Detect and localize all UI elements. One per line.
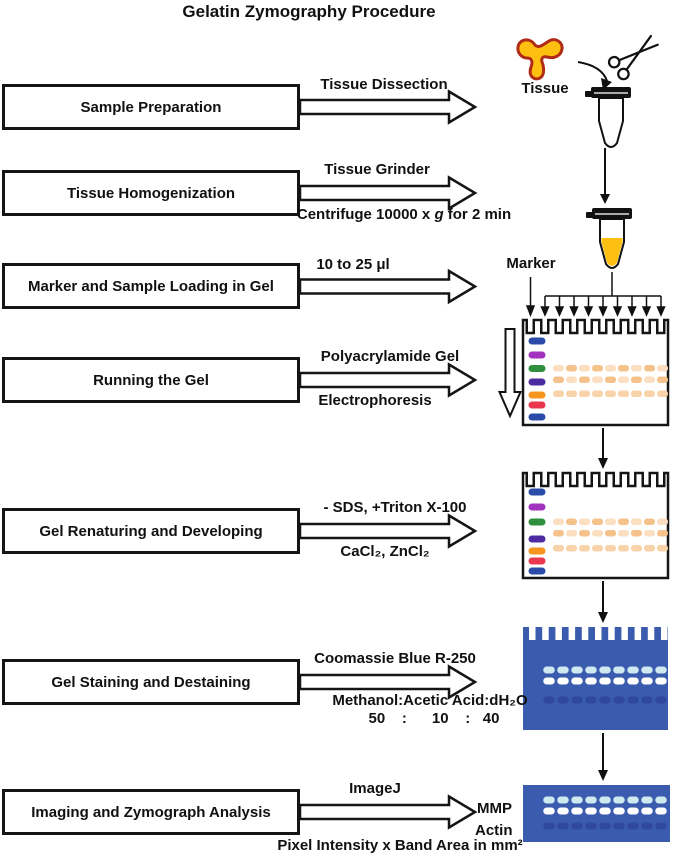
arrow-label-tissue-dissection: Tissue Dissection [320, 76, 448, 93]
arrow-label-sds-triton: - SDS, +Triton X-100 [323, 499, 467, 516]
step-box-sample-preparation: Sample Preparation [2, 84, 300, 130]
step-box-staining: Gel Staining and Destaining [2, 659, 300, 705]
sample-liquid [601, 238, 623, 266]
sample-tube [586, 208, 632, 269]
empty-tube [585, 87, 631, 148]
arrow-label-cacl2-zncl2: CaCl₂, ZnCl₂ [340, 543, 430, 560]
arrow-label-volume: 10 to 25 μl [316, 256, 390, 273]
stained-gel [523, 627, 668, 730]
scissors-icon [607, 34, 659, 81]
gel2-marker-bands [528, 488, 546, 575]
tissue-to-tube-arrow [577, 61, 608, 82]
arrow-label-destain-ratio: 50 : 10 : 40 [368, 710, 500, 727]
arrow-label-electrophoresis: Electrophoresis [318, 392, 432, 409]
gel1-bands-light [553, 365, 668, 383]
step-box-running-gel: Running the Gel [2, 357, 300, 403]
gel2-to-gel3-arrowhead [598, 612, 608, 623]
stained-bands-white [543, 677, 667, 685]
step-arrow-2 [298, 175, 478, 211]
gel3-to-gel4-arrowhead [598, 770, 608, 781]
gel2-bands-medium [553, 518, 668, 537]
step-arrow-4 [298, 362, 478, 398]
tissue-blob [516, 38, 564, 81]
arrow-label-pixel-intensity: Pixel Intensity x Band Area in mm² [277, 837, 523, 854]
arrow-label-coomassie: Coomassie Blue R-250 [314, 650, 476, 667]
step-arrow-7 [298, 794, 478, 830]
gel1-bands-row3 [553, 390, 668, 397]
gel1-marker-bands [528, 337, 546, 421]
gel1-outline [521, 318, 670, 427]
step-box-marker-loading: Marker and Sample Loading in Gel [2, 263, 300, 309]
tube-down-arrowhead [600, 194, 610, 204]
arrow-label-centrifuge: Centrifuge 10000 x g for 2 min [296, 206, 512, 223]
stained-bands-dark [543, 696, 667, 704]
step-box-imaging: Imaging and Zymograph Analysis [2, 789, 300, 835]
gel-run-direction-arrow [497, 328, 523, 419]
arrow-label-imagej: ImageJ [349, 780, 401, 797]
arrow-label-destain-mix: Methanol:Acetic Acid:dH₂O [332, 692, 528, 709]
gel1-bands-medium [553, 365, 668, 383]
step-arrow-1 [298, 89, 478, 125]
gel2-bands-light [553, 518, 668, 537]
zymograph-bands-white [543, 807, 667, 815]
gel2-bands-row3 [553, 545, 668, 552]
zymograph-image [523, 785, 670, 842]
actin-label: Actin [475, 822, 513, 839]
step-arrow-6 [298, 664, 478, 700]
gel1-to-gel2-arrowhead [598, 458, 608, 469]
loading-manifold [540, 272, 666, 317]
arrow-label-tissue-grinder: Tissue Grinder [324, 161, 430, 178]
marker-label: Marker [506, 255, 556, 272]
gel2-outline [521, 471, 670, 580]
zymograph-bands-dark [543, 822, 667, 830]
page-title: Gelatin Zymography Procedure [182, 2, 436, 21]
tissue-label: Tissue [521, 80, 569, 97]
mmp-label: MMP [477, 800, 512, 817]
step-box-tissue-homogenization: Tissue Homogenization [2, 170, 300, 216]
arrow-label-polyacrylamide: Polyacrylamide Gel [320, 348, 460, 365]
step-box-renaturing: Gel Renaturing and Developing [2, 508, 300, 554]
step-arrow-5 [298, 513, 478, 549]
step-arrow-3 [298, 268, 478, 305]
zymograph-bands-pale [543, 796, 667, 804]
stained-bands-pale [543, 666, 667, 674]
marker-pointer-arrow [525, 277, 536, 318]
